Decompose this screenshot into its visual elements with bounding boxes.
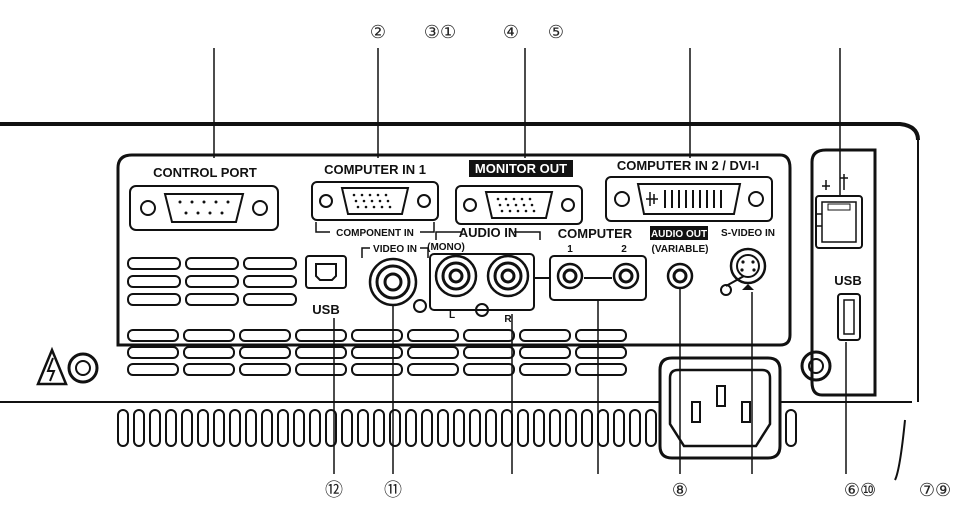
audio-l-label: L: [449, 310, 455, 321]
usb-a-port-icon: [837, 293, 861, 341]
audio-in-mono-label: (MONO): [427, 242, 465, 253]
usb-left-label: USB: [312, 302, 339, 317]
video-in-rca-jack: [368, 257, 418, 307]
computer-audio-2-label: 2: [621, 244, 627, 255]
computer-audio-label: COMPUTER: [558, 226, 633, 241]
callout-2: ②: [370, 22, 386, 43]
monitor-out-label: MONITOR OUT: [475, 161, 567, 176]
computer-audio-1-jack: [556, 262, 584, 290]
callout-6-10: ⑥⑩: [844, 480, 876, 501]
computer-in-1-label: COMPUTER IN 1: [324, 162, 426, 177]
panel-screw-left: [413, 299, 427, 313]
audio-in-right-jack: [486, 254, 530, 298]
audio-r-label: R: [504, 314, 512, 325]
monitor-out-connector: [455, 185, 583, 225]
usb-right-label: USB: [834, 273, 861, 288]
control-port-label: CONTROL PORT: [153, 165, 257, 180]
control-port-connector: [129, 185, 279, 231]
bottom-fin-vents: [117, 409, 797, 447]
main-panel-outline: [116, 153, 792, 347]
audio-in-frame: [429, 253, 535, 311]
lan-port-icon: [815, 195, 863, 249]
computer-in-2-label: COMPUTER IN 2 / DVI-I: [617, 158, 759, 173]
callout-7-9: ⑦⑨: [919, 480, 951, 501]
lan-status-leds: [822, 174, 848, 190]
video-in-label: VIDEO IN: [373, 244, 417, 255]
housing-foot: [894, 419, 906, 481]
callout-12: ⑫: [325, 480, 343, 501]
dvi-connector: [605, 176, 773, 222]
component-in-label: COMPONENT IN: [336, 228, 414, 239]
ac-power-inlet: [658, 356, 782, 460]
s-video-in-label: S-VIDEO IN: [721, 228, 775, 239]
computer-audio-1-label: 1: [567, 244, 573, 255]
high-voltage-warning-icon: [36, 346, 68, 386]
audio-in-label: AUDIO IN: [459, 225, 518, 240]
monitor-out-label-bg: [469, 160, 573, 177]
callout-3-1: ③①: [424, 22, 456, 43]
component-in-bracket: [315, 222, 435, 233]
panel-vents-left: [127, 257, 297, 306]
audio-out-variable-label: (VARIABLE): [651, 244, 708, 255]
computer-audio-2-jack: [612, 262, 640, 290]
s-video-connector: [720, 247, 767, 296]
callout-8: ⑧: [672, 480, 688, 501]
callout-11: ⑪: [384, 480, 402, 501]
video-in-bracket: [361, 247, 429, 258]
callout-4: ④: [503, 22, 519, 43]
audio-out-label: AUDIO OUT: [651, 229, 707, 240]
audio-in-bracket: [435, 231, 541, 240]
body-vents: [127, 329, 627, 376]
callout-5: ⑤: [548, 22, 564, 43]
ground-screw-icon: [67, 352, 99, 384]
housing-top-edge: [0, 122, 920, 141]
audio-out-label-bg: [650, 226, 708, 240]
panel-screw-center: [475, 303, 489, 317]
computer-in-1-connector: [311, 181, 439, 221]
leader-lines: [213, 48, 847, 474]
audio-in-left-jack: [434, 254, 478, 298]
side-panel-screw: [800, 350, 832, 382]
usb-b-port-icon: [305, 255, 347, 289]
